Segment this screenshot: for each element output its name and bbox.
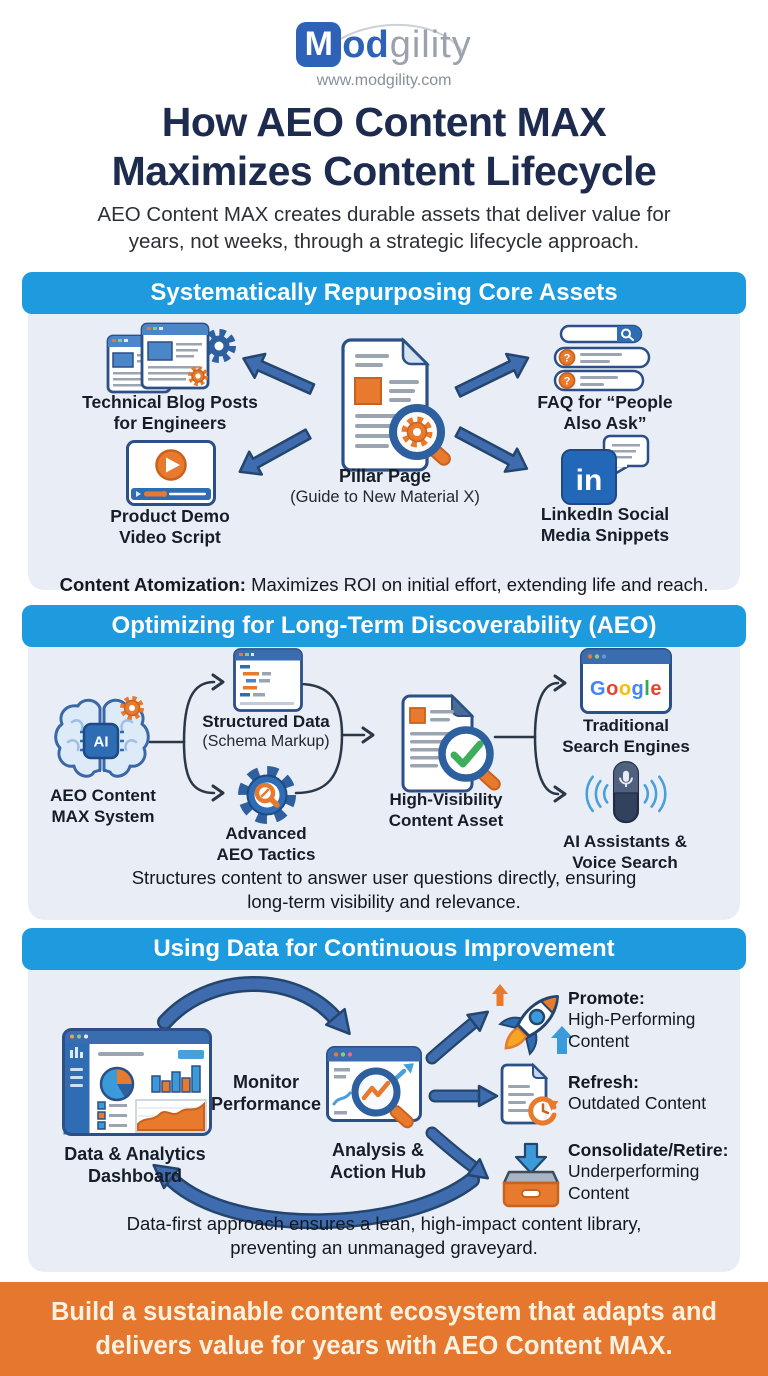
promote-label-rest: High-Performing Content [568, 1009, 696, 1051]
brand-url: www.modgility.com [316, 72, 452, 89]
high-visibility-label: High-Visibility Content Asset [388, 790, 504, 830]
promote-label: Promote:High-Performing Content [568, 988, 758, 1052]
high-visibility-asset-icon [401, 693, 501, 793]
analysis-hub-label: Analysis & Action Hub [330, 1140, 426, 1182]
structured-data-label: Structured Data [202, 712, 330, 731]
video-player-icon [126, 440, 216, 506]
faq-icon: ? ? [553, 324, 651, 392]
page-subtitle: AEO Content MAX creates durable assets t… [97, 203, 671, 253]
logo-m-letter: M [304, 25, 333, 63]
video-script-label: Product Demo Video Script [110, 506, 230, 548]
voice-speaker-icon [585, 761, 667, 824]
retire-label-bold: Consolidate/Retire: [568, 1140, 729, 1160]
blog-posts-label: Technical Blog Posts for Engineers [82, 392, 258, 434]
refresh-doc-icon [500, 1062, 559, 1126]
section1-caption: Content Atomization: Maximizes ROI on in… [0, 549, 768, 597]
section3-header: Using Data for Continuous Improvement [22, 928, 746, 970]
section3-title: Using Data for Continuous Improvement [153, 935, 615, 962]
linkedin-label: LinkedIn Social Media Snippets [540, 504, 670, 546]
brand-logo: M od gility [0, 22, 768, 67]
aeo-tactics-gear-icon [238, 766, 296, 824]
aeo-system-label: AEO Content MAX System [50, 786, 156, 826]
section1-caption-rest: Maximizes ROI on initial effort, extendi… [245, 574, 709, 596]
section2-header: Optimizing for Long-Term Discoverability… [22, 605, 746, 647]
promote-label-bold: Promote: [568, 988, 645, 1008]
logo-m-icon: M [296, 22, 342, 67]
monitor-performance-label: Monitor Performance [210, 1072, 322, 1114]
faq-question-glyph: ? [564, 353, 571, 365]
google-window-icon [580, 648, 672, 714]
section1-title: Systematically Repurposing Core Assets [150, 279, 618, 306]
google-logo-text: Google [590, 678, 662, 700]
section2-title: Optimizing for Long-Term Discoverability… [111, 612, 657, 639]
pillar-page-icon [341, 336, 451, 472]
section2-caption: Structures content to answer user questi… [131, 867, 637, 913]
voice-search-label: AI Assistants & Voice Search [562, 832, 688, 872]
structured-data-sub: (Schema Markup) [202, 733, 330, 750]
archive-box-icon [502, 1142, 560, 1208]
ai-brain-icon: AI [54, 696, 150, 778]
ai-chip-glyph: AI [94, 734, 109, 751]
faq-question-glyph2: ? [564, 376, 571, 388]
analytics-dashboard-icon [62, 1028, 212, 1136]
structured-data-icon [233, 648, 303, 712]
footer-text: Build a sustainable content ecosystem th… [51, 1297, 717, 1360]
section1-header: Systematically Repurposing Core Assets [22, 272, 746, 314]
logo-suffix: gility [389, 24, 472, 67]
dashboard-label: Data & Analytics Dashboard [64, 1144, 206, 1186]
page-title: How AEO Content MAX Maximizes Content Li… [111, 99, 657, 195]
section3-caption: Data-first approach ensures a lean, high… [126, 1213, 642, 1259]
rocket-icon [492, 984, 573, 1056]
refresh-label-rest: Outdated Content [568, 1093, 707, 1114]
refresh-label-bold: Refresh: [568, 1072, 639, 1092]
linkedin-icon: in [561, 434, 650, 505]
section1-caption-bold: Content Atomization: [59, 574, 246, 596]
search-engines-label: Traditional Search Engines [562, 716, 690, 756]
retire-label-rest: Underperforming Content [568, 1161, 700, 1203]
blog-posts-icon [106, 322, 236, 394]
pillar-page-sub: (Guide to New Material X) [290, 488, 480, 506]
linkedin-glyph: in [576, 464, 603, 497]
retire-label: Consolidate/Retire:Underperforming Conte… [568, 1140, 768, 1204]
faq-label: FAQ for “People Also Ask” [537, 392, 673, 434]
footer-banner: Build a sustainable content ecosystem th… [0, 1282, 768, 1376]
analysis-hub-icon [326, 1046, 422, 1129]
aeo-tactics-label: Advanced AEO Tactics [216, 824, 316, 864]
logo-od: od [342, 24, 389, 67]
pillar-page-label: Pillar Page [338, 466, 432, 486]
refresh-label: Refresh:Outdated Content [568, 1072, 758, 1115]
